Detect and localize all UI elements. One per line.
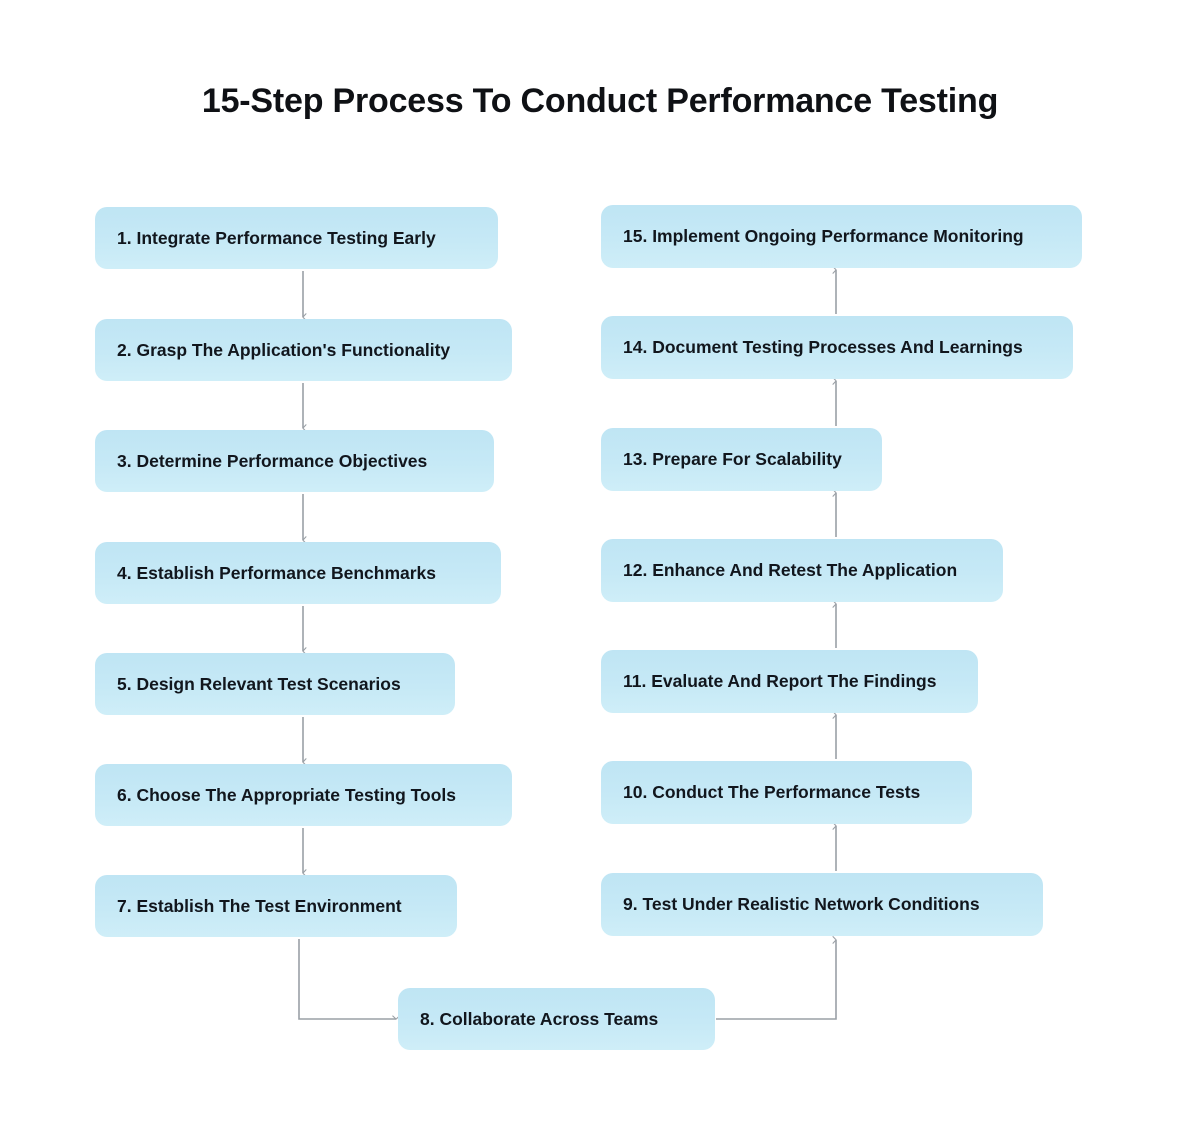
step-box-2[interactable]: 2. Grasp The Application's Functionality <box>95 319 512 381</box>
step-box-5[interactable]: 5. Design Relevant Test Scenarios <box>95 653 455 715</box>
step-label-4: 4. Establish Performance Benchmarks <box>117 562 437 583</box>
step-label-7: 7. Establish The Test Environment <box>117 895 402 916</box>
step-label-14: 14. Document Testing Processes And Learn… <box>623 337 1023 358</box>
step-box-7[interactable]: 7. Establish The Test Environment <box>95 875 457 937</box>
step-box-6[interactable]: 6. Choose The Appropriate Testing Tools <box>95 764 512 826</box>
page-title: 15-Step Process To Conduct Performance T… <box>201 82 999 120</box>
step-label-1: 1. Integrate Performance Testing Early <box>117 227 436 248</box>
step-box-13[interactable]: 13. Prepare For Scalability <box>601 428 882 491</box>
step-label-13: 13. Prepare For Scalability <box>623 449 842 470</box>
step-box-3[interactable]: 3. Determine Performance Objectives <box>95 430 494 492</box>
step-label-15: 15. Implement Ongoing Performance Monito… <box>623 226 1024 247</box>
step-label-6: 6. Choose The Appropriate Testing Tools <box>117 784 457 805</box>
step-box-4[interactable]: 4. Establish Performance Benchmarks <box>95 542 501 604</box>
step-label-9: 9. Test Under Realistic Network Conditio… <box>623 894 980 915</box>
step-label-2: 2. Grasp The Application's Functionality <box>117 339 451 360</box>
step-label-5: 5. Design Relevant Test Scenarios <box>117 673 401 694</box>
step-box-15[interactable]: 15. Implement Ongoing Performance Monito… <box>601 205 1082 268</box>
step-label-10: 10. Conduct The Performance Tests <box>623 782 921 803</box>
step-label-12: 12. Enhance And Retest The Application <box>623 560 958 581</box>
arrow-8-to-9 <box>716 936 837 1020</box>
step-label-8: 8. Collaborate Across Teams <box>420 1008 659 1029</box>
step-box-11[interactable]: 11. Evaluate And Report The Findings <box>601 650 978 713</box>
arrow-7-to-8 <box>298 939 400 1020</box>
step-box-9[interactable]: 9. Test Under Realistic Network Conditio… <box>601 873 1043 936</box>
step-label-11: 11. Evaluate And Report The Findings <box>623 671 937 692</box>
step-label-3: 3. Determine Performance Objectives <box>117 450 428 471</box>
step-box-14[interactable]: 14. Document Testing Processes And Learn… <box>601 316 1073 379</box>
step-box-12[interactable]: 12. Enhance And Retest The Application <box>601 539 1003 602</box>
step-box-8[interactable]: 8. Collaborate Across Teams <box>398 988 715 1050</box>
step-box-10[interactable]: 10. Conduct The Performance Tests <box>601 761 972 824</box>
step-box-1[interactable]: 1. Integrate Performance Testing Early <box>95 207 498 269</box>
